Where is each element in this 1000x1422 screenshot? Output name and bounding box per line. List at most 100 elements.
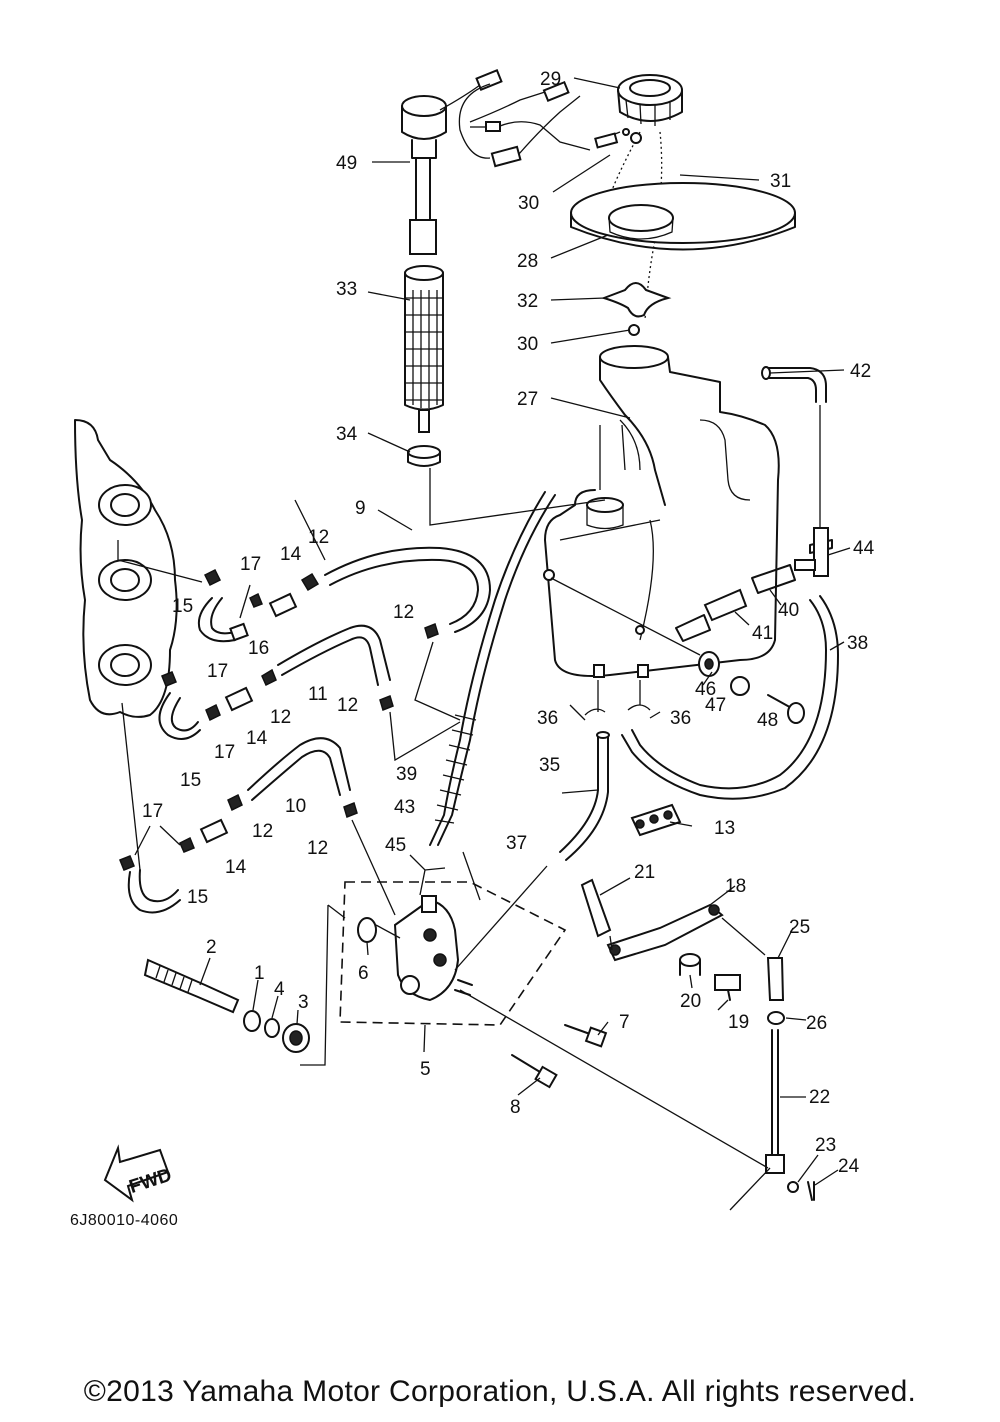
- callout-17[interactable]: 17: [207, 661, 228, 682]
- collar-part-20: [679, 953, 701, 976]
- callout-28[interactable]: 28: [517, 251, 538, 272]
- callout-13[interactable]: 13: [714, 818, 735, 839]
- callout-12[interactable]: 12: [270, 707, 291, 728]
- callout-15[interactable]: 15: [180, 770, 201, 791]
- check-valves-14: [199, 592, 298, 844]
- callout-18[interactable]: 18: [725, 876, 746, 897]
- pump-lever-part-18: [606, 903, 724, 962]
- callout-17[interactable]: 17: [240, 554, 261, 575]
- hose-section-15-lower: [127, 869, 181, 914]
- callout-labels: 49 29 30 31 28 33 32 30 42 27 34 9 12 17…: [142, 69, 875, 1177]
- oil-level-sensor-part: [401, 69, 621, 255]
- nut-part-26: [767, 1011, 785, 1025]
- leader-lines: [117, 77, 851, 1211]
- callout-14[interactable]: 14: [280, 544, 302, 565]
- callout-26[interactable]: 26: [806, 1013, 827, 1034]
- callout-6[interactable]: 6: [358, 963, 369, 984]
- clip-part-24: [807, 1181, 815, 1201]
- bolt-part-19: [714, 974, 741, 1001]
- callout-12[interactable]: 12: [337, 695, 358, 716]
- callout-1[interactable]: 1: [254, 963, 265, 984]
- callout-36[interactable]: 36: [537, 708, 558, 729]
- callout-15[interactable]: 15: [187, 887, 208, 908]
- callout-46[interactable]: 46: [695, 679, 716, 700]
- callout-40[interactable]: 40: [778, 600, 799, 621]
- callout-15[interactable]: 15: [172, 596, 193, 617]
- callout-30[interactable]: 30: [518, 193, 539, 214]
- callout-9[interactable]: 9: [355, 498, 366, 519]
- ball-joint-part-25: [766, 957, 785, 1001]
- callout-12[interactable]: 12: [307, 838, 328, 859]
- callout-8[interactable]: 8: [510, 1097, 521, 1118]
- callout-12[interactable]: 12: [308, 527, 329, 548]
- hose-clips-36: [584, 704, 651, 716]
- callout-25[interactable]: 25: [789, 917, 810, 938]
- callout-14[interactable]: 14: [225, 857, 247, 878]
- callout-7[interactable]: 7: [619, 1012, 630, 1033]
- callout-29[interactable]: 29: [540, 69, 561, 90]
- callout-21[interactable]: 21: [634, 862, 655, 883]
- link-rod-part-22: [765, 1029, 785, 1174]
- callout-33[interactable]: 33: [336, 279, 357, 300]
- callout-39[interactable]: 39: [396, 764, 417, 785]
- copyright-notice: ©2013 Yamaha Motor Corporation, U.S.A. A…: [83, 1375, 917, 1408]
- hose-part-9: [324, 546, 491, 633]
- callout-43[interactable]: 43: [394, 797, 415, 818]
- callout-5[interactable]: 5: [420, 1059, 431, 1080]
- callout-36[interactable]: 36: [670, 708, 691, 729]
- callout-14[interactable]: 14: [246, 728, 268, 749]
- callout-45[interactable]: 45: [385, 835, 406, 856]
- callout-35[interactable]: 35: [539, 755, 560, 776]
- bolt-part-7: [564, 1024, 608, 1048]
- callout-34[interactable]: 34: [336, 424, 358, 445]
- callout-17[interactable]: 17: [214, 742, 235, 763]
- callout-12[interactable]: 12: [252, 821, 273, 842]
- callout-27[interactable]: 27: [517, 389, 538, 410]
- oil-delivery-hose: [429, 491, 556, 846]
- callout-3[interactable]: 3: [298, 992, 309, 1013]
- callout-32[interactable]: 32: [517, 291, 538, 312]
- forward-direction-arrow[interactable]: FWD: [103, 1144, 174, 1203]
- callout-30[interactable]: 30: [517, 334, 538, 355]
- bolt-part-8: [511, 1054, 558, 1089]
- callout-31[interactable]: 31: [770, 171, 791, 192]
- diagram-code: 6J80010-4060: [70, 1212, 179, 1229]
- oil-tank-part: [543, 345, 780, 678]
- callout-4[interactable]: 4: [274, 979, 285, 1000]
- callout-42[interactable]: 42: [850, 361, 871, 382]
- callout-17[interactable]: 17: [142, 801, 163, 822]
- callout-41[interactable]: 41: [752, 623, 773, 644]
- washer-part-23: [787, 1181, 799, 1193]
- hose-section-15-middle: [158, 692, 201, 740]
- callout-16[interactable]: 16: [248, 638, 269, 659]
- grommet-part-34: [407, 445, 441, 467]
- callout-24[interactable]: 24: [838, 1156, 860, 1177]
- hose-section-15-upper: [197, 597, 249, 643]
- oil-strainer-part: [404, 265, 444, 433]
- callout-38[interactable]: 38: [847, 633, 868, 654]
- hose-part-35: [559, 731, 610, 861]
- callout-20[interactable]: 20: [680, 991, 701, 1012]
- callout-2[interactable]: 2: [206, 937, 217, 958]
- callout-12[interactable]: 12: [393, 602, 414, 623]
- hose-part-10: [247, 737, 351, 801]
- callout-22[interactable]: 22: [809, 1087, 830, 1108]
- callout-23[interactable]: 23: [815, 1135, 836, 1156]
- callout-11[interactable]: 11: [308, 684, 328, 705]
- hose-clips-12-17: [119, 568, 439, 871]
- callout-37[interactable]: 37: [506, 833, 527, 854]
- hose-part-11: [277, 624, 391, 686]
- linkage-part-21: [580, 878, 612, 938]
- callout-47[interactable]: 47: [705, 695, 726, 716]
- tank-vent-hoses: [621, 366, 839, 800]
- callout-10[interactable]: 10: [285, 796, 306, 817]
- driven-gear-shaft-part: [143, 958, 310, 1053]
- cylinder-block-outline: [74, 419, 178, 718]
- callout-48[interactable]: 48: [757, 710, 778, 731]
- oil-tank-cap-assembly: [570, 74, 796, 336]
- callout-44[interactable]: 44: [853, 538, 875, 559]
- callout-19[interactable]: 19: [728, 1012, 749, 1033]
- callout-49[interactable]: 49: [336, 153, 357, 174]
- clamp-part-13: [630, 803, 682, 837]
